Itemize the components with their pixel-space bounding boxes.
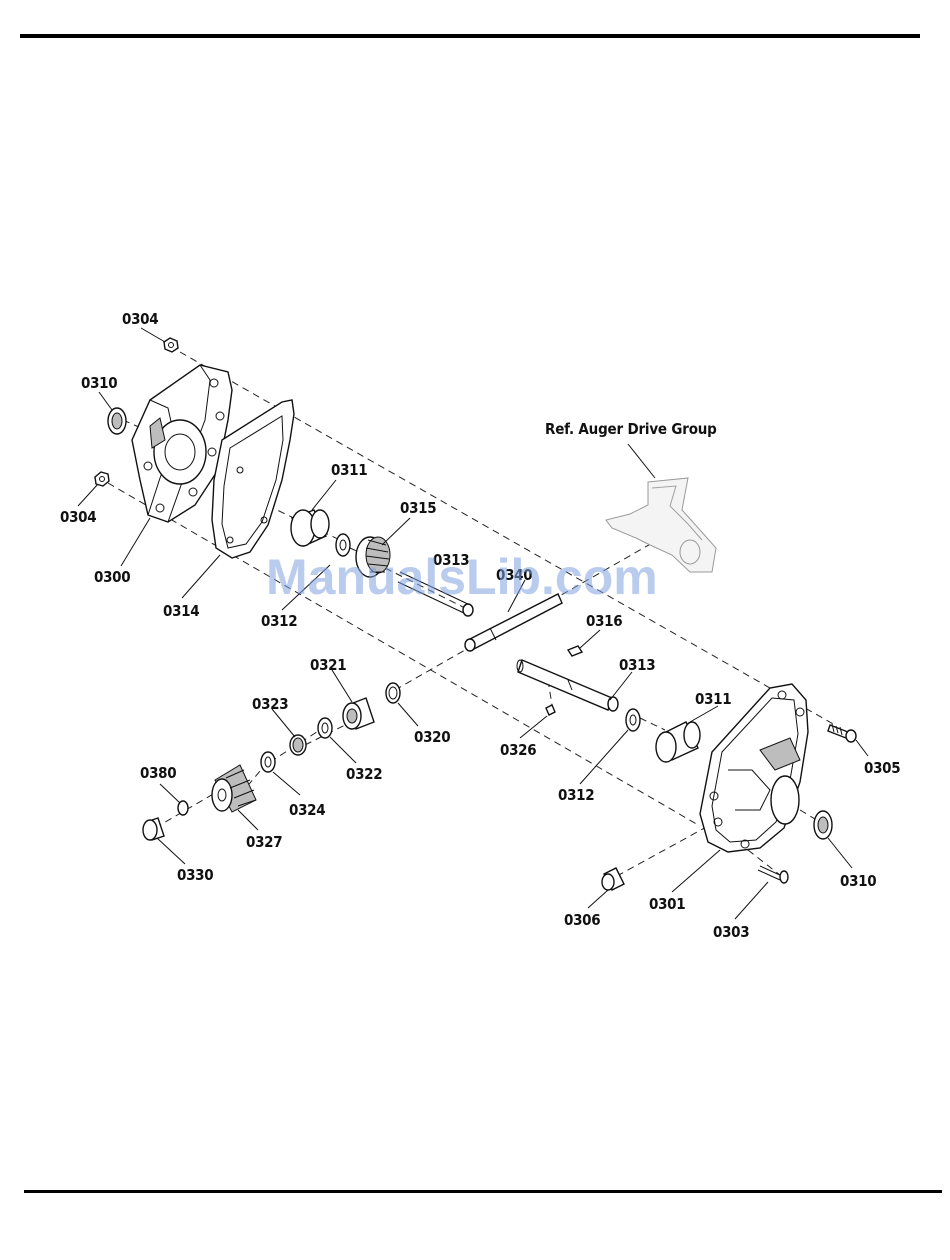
screw-0303 xyxy=(758,866,788,883)
bottom-rule xyxy=(24,1190,942,1193)
label-0312-right: 0312 xyxy=(558,786,594,804)
label-0324: 0324 xyxy=(289,801,325,819)
label-0322: 0322 xyxy=(346,765,382,783)
bushing-0330 xyxy=(143,818,164,840)
label-0305: 0305 xyxy=(864,759,900,777)
reference-label: Ref. Auger Drive Group xyxy=(545,420,717,438)
label-0304-top: 0304 xyxy=(122,310,158,328)
seal-0310-left xyxy=(108,408,126,434)
plug-0306 xyxy=(602,868,624,890)
label-0380: 0380 xyxy=(140,764,176,782)
label-0327: 0327 xyxy=(246,833,282,851)
label-0300: 0300 xyxy=(94,568,130,586)
label-0315: 0315 xyxy=(400,499,436,517)
label-0330: 0330 xyxy=(177,866,213,884)
watermark: ManualsLib.com xyxy=(266,549,658,605)
washer-0324 xyxy=(261,752,275,772)
label-0310-right: 0310 xyxy=(840,872,876,890)
ring-0323 xyxy=(290,735,306,755)
label-0303: 0303 xyxy=(713,923,749,941)
label-0323: 0323 xyxy=(252,695,288,713)
seal-0310-right xyxy=(814,811,832,839)
gear-case-right-0301 xyxy=(700,684,808,852)
label-0311-top: 0311 xyxy=(331,461,367,479)
label-0312-left: 0312 xyxy=(261,612,297,630)
shaft-0313-right xyxy=(517,660,618,711)
bearing-0321 xyxy=(343,698,374,729)
screw-0305 xyxy=(828,724,856,742)
label-0310-left: 0310 xyxy=(81,374,117,392)
nut-0304-left xyxy=(95,472,109,486)
label-0306: 0306 xyxy=(564,911,600,929)
label-0301: 0301 xyxy=(649,895,685,913)
label-0314: 0314 xyxy=(163,602,199,620)
label-0316: 0316 xyxy=(586,612,622,630)
nut-0304-top xyxy=(164,338,178,352)
label-0320: 0320 xyxy=(414,728,450,746)
label-0326: 0326 xyxy=(500,741,536,759)
ring-0320 xyxy=(386,683,400,703)
bushing-0311-right xyxy=(656,722,700,762)
worm-gear-0327 xyxy=(212,765,256,812)
label-0321: 0321 xyxy=(310,656,346,674)
parts-right-group xyxy=(517,646,856,890)
bushing-0311-top xyxy=(291,510,329,546)
key-0326 xyxy=(546,705,555,715)
washer-0322 xyxy=(318,718,332,738)
label-0304-left: 0304 xyxy=(60,508,96,526)
label-0313-right: 0313 xyxy=(619,656,655,674)
washer-0312-right xyxy=(626,709,640,731)
label-0311-right: 0311 xyxy=(695,690,731,708)
